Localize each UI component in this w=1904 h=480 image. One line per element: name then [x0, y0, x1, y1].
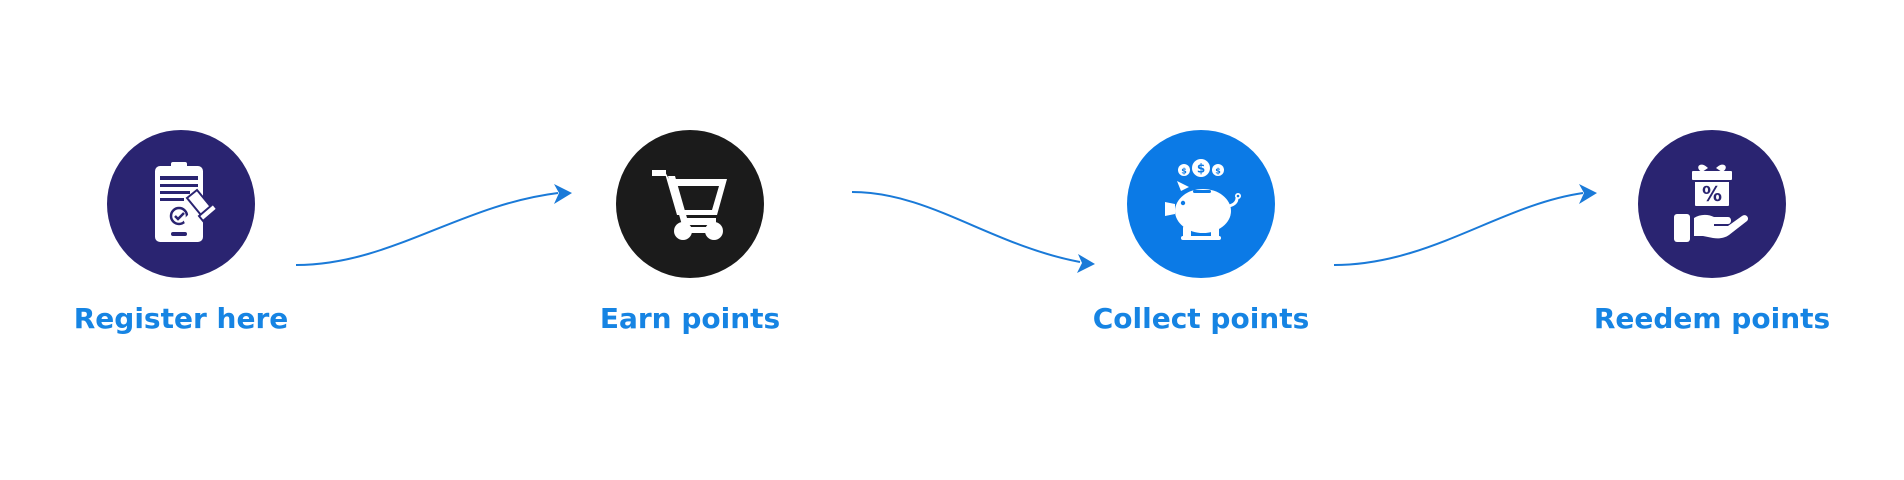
redeem-step-button[interactable]: %: [1638, 130, 1786, 278]
piggy-bank-icon: $ $ $: [1165, 159, 1241, 240]
earn-step-label: Earn points: [599, 302, 781, 335]
gift-in-hand-icon: %: [1674, 164, 1749, 242]
shopping-cart-icon: [652, 170, 727, 240]
collect-step-button[interactable]: $ $ $: [1127, 130, 1275, 278]
step-register: Register here: [21, 130, 341, 350]
registration-clipboard-icon: [155, 162, 219, 242]
step-redeem: % Reedem points: [1552, 130, 1872, 350]
collect-step-label: Collect points: [1092, 302, 1310, 335]
svg-text:$: $: [1215, 167, 1221, 176]
redeem-step-label: Reedem points: [1593, 302, 1831, 335]
step-collect: $ $ $ Collect points: [1041, 130, 1361, 350]
svg-text:$: $: [1197, 162, 1205, 176]
register-step-label: Register here: [73, 302, 289, 335]
register-step-button[interactable]: [107, 130, 255, 278]
svg-text:$: $: [1181, 167, 1187, 176]
svg-text:%: %: [1702, 182, 1722, 206]
step-earn: Earn points: [530, 130, 850, 350]
earn-step-button[interactable]: [616, 130, 764, 278]
